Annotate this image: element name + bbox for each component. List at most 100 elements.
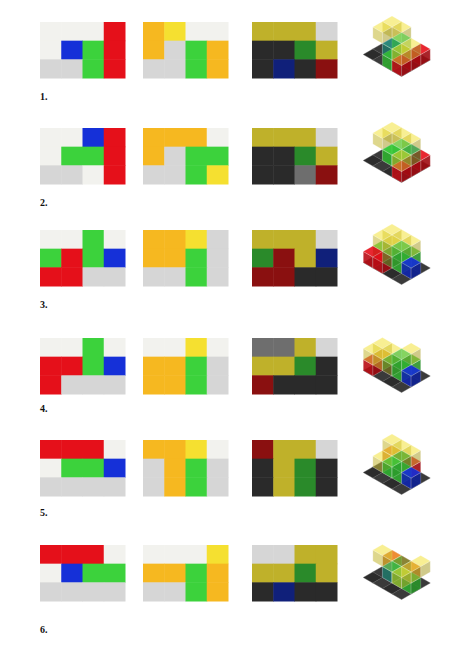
view-cell bbox=[143, 59, 165, 78]
view-cell bbox=[61, 165, 83, 184]
view-cell bbox=[40, 165, 62, 184]
view-cell bbox=[186, 147, 208, 166]
view-cell bbox=[143, 230, 165, 249]
view-cell bbox=[40, 22, 62, 41]
view-cell bbox=[164, 22, 186, 41]
view-cell bbox=[104, 338, 126, 357]
view-cell bbox=[40, 459, 62, 478]
view-cell bbox=[186, 375, 208, 394]
view-cell bbox=[164, 477, 186, 496]
view-cell bbox=[186, 459, 208, 478]
view-cell bbox=[295, 41, 317, 60]
view-cell bbox=[186, 41, 208, 60]
view-cell bbox=[186, 545, 208, 564]
view-cell bbox=[252, 22, 274, 41]
view-row bbox=[40, 122, 430, 185]
view-cell bbox=[104, 440, 126, 459]
view-cell bbox=[207, 459, 229, 478]
view-cell bbox=[164, 165, 186, 184]
view-cell bbox=[83, 564, 105, 583]
view-cell bbox=[252, 545, 274, 564]
view-cell bbox=[104, 357, 126, 376]
view-cell bbox=[207, 147, 229, 166]
view-cell bbox=[61, 545, 83, 564]
view-cell bbox=[83, 545, 105, 564]
view-cell bbox=[273, 147, 295, 166]
view-cell bbox=[295, 477, 317, 496]
view-cell bbox=[207, 59, 229, 78]
row-number: 4. bbox=[40, 404, 48, 414]
view-cell bbox=[186, 128, 208, 147]
view-row bbox=[40, 16, 430, 79]
view-cell bbox=[61, 230, 83, 249]
view-row bbox=[40, 224, 430, 287]
view-cell bbox=[252, 357, 274, 376]
view-cell bbox=[83, 440, 105, 459]
view-cell bbox=[273, 582, 295, 601]
view-cell bbox=[143, 545, 165, 564]
view-cell bbox=[40, 440, 62, 459]
cube-face bbox=[373, 22, 392, 33]
view-cell bbox=[104, 267, 126, 286]
row-number: 6. bbox=[40, 625, 48, 635]
view-cell bbox=[40, 375, 62, 394]
view-cell bbox=[186, 267, 208, 286]
view-cell bbox=[143, 357, 165, 376]
row-number: 1. bbox=[40, 92, 48, 102]
view-cell bbox=[104, 249, 126, 268]
view-cell bbox=[252, 147, 274, 166]
view-cell bbox=[164, 147, 186, 166]
view-cell bbox=[252, 128, 274, 147]
view-cell bbox=[61, 375, 83, 394]
view-cell bbox=[83, 230, 105, 249]
view-cell bbox=[316, 459, 338, 478]
view-cell bbox=[316, 165, 338, 184]
view-cell bbox=[61, 22, 83, 41]
view-cell bbox=[40, 338, 62, 357]
view-cell bbox=[40, 582, 62, 601]
view-cell bbox=[104, 564, 126, 583]
view-cell bbox=[316, 440, 338, 459]
view-cell bbox=[40, 267, 62, 286]
view-cell bbox=[316, 249, 338, 268]
view-cell bbox=[83, 357, 105, 376]
view-cell bbox=[61, 477, 83, 496]
view-cell bbox=[104, 22, 126, 41]
view-cell bbox=[83, 22, 105, 41]
view-cell bbox=[273, 230, 295, 249]
view-cell bbox=[164, 440, 186, 459]
view-cell bbox=[164, 41, 186, 60]
view-cell bbox=[61, 128, 83, 147]
view-cell bbox=[104, 128, 126, 147]
cube-face bbox=[382, 456, 401, 467]
view-cell bbox=[316, 59, 338, 78]
view-row bbox=[40, 545, 430, 602]
view-cell bbox=[273, 249, 295, 268]
view-cell bbox=[252, 165, 274, 184]
view-row bbox=[40, 434, 430, 497]
view-cell bbox=[252, 564, 274, 583]
view-cell bbox=[61, 41, 83, 60]
view-cell bbox=[316, 230, 338, 249]
view-cell bbox=[164, 459, 186, 478]
view-cell bbox=[207, 249, 229, 268]
row-number: 3. bbox=[40, 300, 48, 310]
view-cell bbox=[143, 582, 165, 601]
row-number: 2. bbox=[40, 198, 48, 208]
row-number: 5. bbox=[40, 508, 48, 518]
view-cell bbox=[164, 128, 186, 147]
view-cell bbox=[164, 545, 186, 564]
view-cell bbox=[143, 249, 165, 268]
view-cell bbox=[252, 59, 274, 78]
view-cell bbox=[316, 267, 338, 286]
cube-face bbox=[382, 246, 401, 257]
cube-face bbox=[392, 22, 411, 33]
view-cell bbox=[186, 59, 208, 78]
view-cell bbox=[252, 582, 274, 601]
cube-face bbox=[373, 128, 392, 139]
view-cell bbox=[252, 375, 274, 394]
view-cell bbox=[186, 357, 208, 376]
view-cell bbox=[143, 165, 165, 184]
view-cell bbox=[295, 165, 317, 184]
view-cell bbox=[207, 267, 229, 286]
